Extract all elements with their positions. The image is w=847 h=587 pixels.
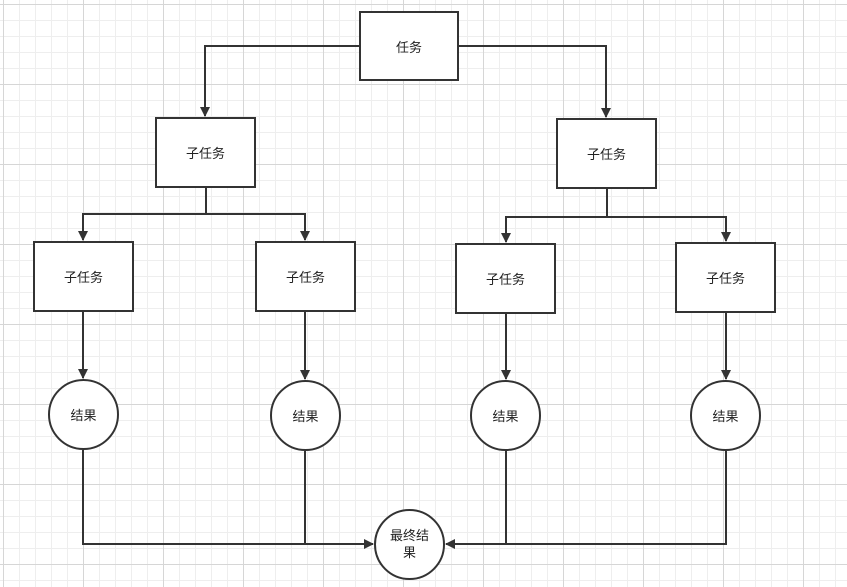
subtask-lr-node[interactable]: 子任务 xyxy=(255,241,356,312)
subtask-rl-node[interactable]: 子任务 xyxy=(455,243,556,314)
edge-root-to-right-subtask xyxy=(459,45,611,118)
edge-root-to-left-subtask xyxy=(200,45,359,117)
edge-results-right-to-final xyxy=(445,451,727,549)
edge-right-subtask-to-rr xyxy=(607,216,731,242)
edge-right-subtask-to-rl xyxy=(501,189,608,243)
subtask-left-node[interactable]: 子任务 xyxy=(155,117,256,188)
edge-results-left-to-final xyxy=(82,450,374,549)
result-1-node[interactable]: 结果 xyxy=(48,379,119,450)
subtask-right-node[interactable]: 子任务 xyxy=(556,118,657,189)
subtask-ll-node[interactable]: 子任务 xyxy=(33,241,134,312)
result-4-node[interactable]: 结果 xyxy=(690,380,761,451)
result-2-node[interactable]: 结果 xyxy=(270,380,341,451)
root-task-node[interactable]: 任务 xyxy=(359,11,459,81)
result-3-node[interactable]: 结果 xyxy=(470,380,541,451)
final-result-node[interactable]: 最终结果 xyxy=(374,509,445,580)
subtask-rr-node[interactable]: 子任务 xyxy=(675,242,776,313)
edge-left-subtask-to-ll xyxy=(78,188,207,241)
edge-left-subtask-to-lr xyxy=(206,213,310,241)
